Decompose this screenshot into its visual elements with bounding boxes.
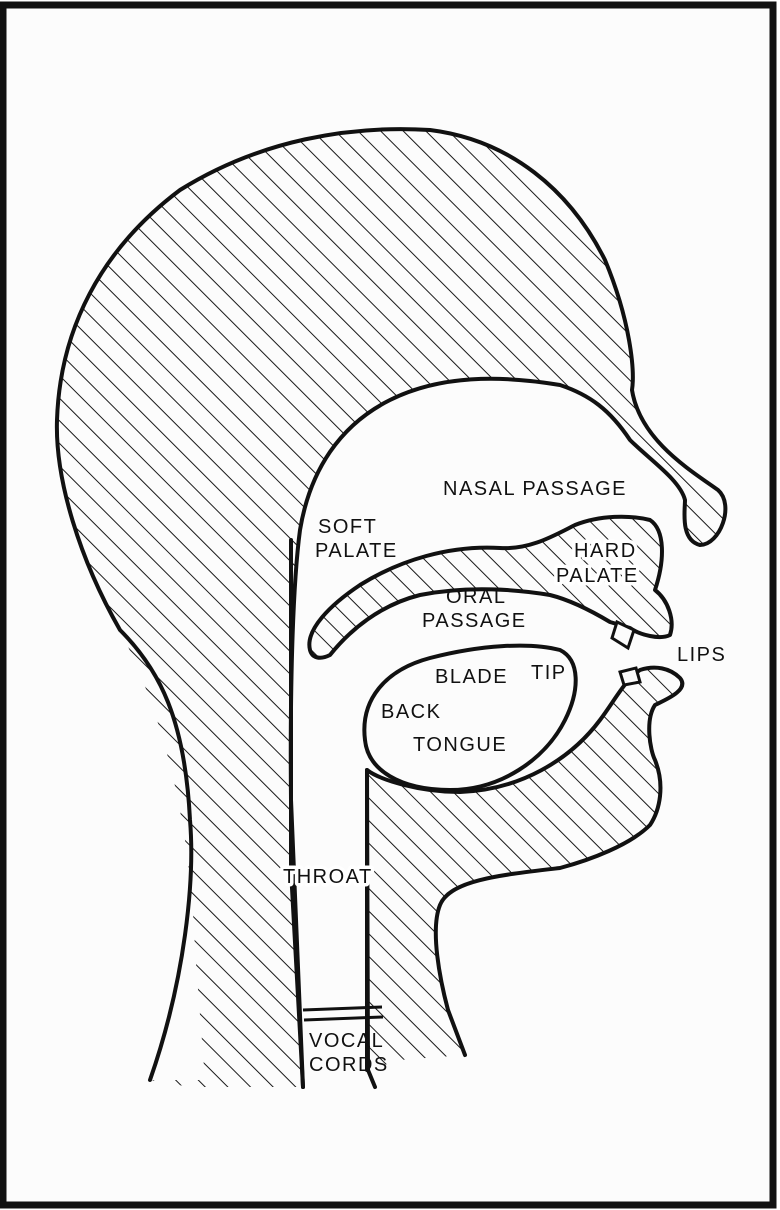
label-oral-passage-line1: ORAL — [446, 586, 506, 608]
label-back: BACK — [381, 701, 441, 723]
lower-tooth — [620, 668, 640, 685]
label-soft-palate-line2: PALATE — [315, 540, 398, 562]
label-vocal-cords-line2: CORDS — [309, 1054, 389, 1076]
label-tongue: TONGUE — [413, 734, 507, 756]
label-soft-palate-line1: SOFT — [318, 516, 377, 538]
label-throat: THROAT — [283, 866, 373, 888]
label-blade: BLADE — [435, 666, 508, 688]
label-hard-palate-line2: PALATE — [556, 565, 639, 587]
label-lips: LIPS — [677, 644, 726, 666]
label-tip: TIP — [531, 662, 567, 684]
label-nasal-passage: NASAL PASSAGE — [443, 478, 627, 500]
label-hard-palate-line1: HARD — [574, 540, 637, 562]
label-vocal-cords-line1: VOCAL — [309, 1030, 384, 1052]
label-oral-passage-line2: PASSAGE — [422, 610, 527, 632]
